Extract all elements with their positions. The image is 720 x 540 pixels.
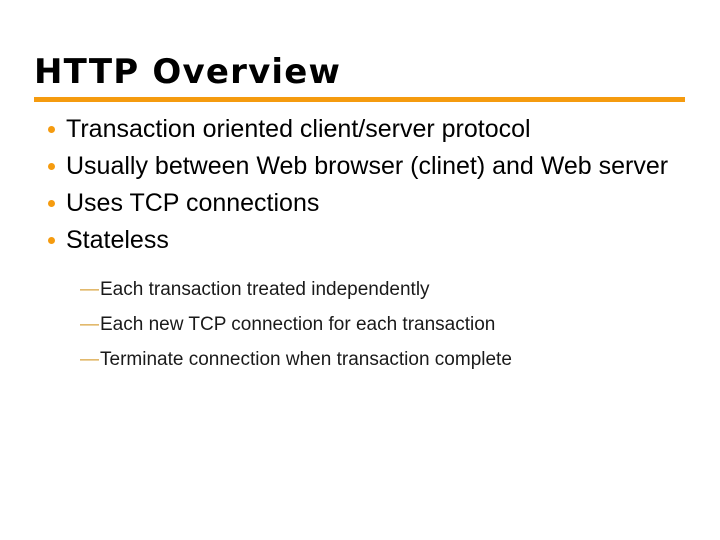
title-block: HTTP Overview: [34, 52, 686, 92]
bullet-dot-icon: [48, 200, 55, 207]
list-item: Stateless: [0, 222, 720, 259]
bullet-list: Transaction oriented client/server proto…: [0, 111, 720, 259]
sub-list-item: — Each new TCP connection for each trans…: [0, 307, 720, 342]
em-dash-icon: —: [80, 314, 99, 335]
sub-bullet-text: Each new TCP connection for each transac…: [100, 314, 496, 335]
bullet-text: Usually between Web browser (clinet) and…: [66, 152, 669, 180]
page-title: HTTP Overview: [34, 52, 342, 92]
title-underline-rule: [34, 97, 685, 102]
bullet-text: Uses TCP connections: [66, 189, 320, 217]
list-item: Transaction oriented client/server proto…: [0, 111, 720, 148]
bullet-dot-icon: [48, 163, 55, 170]
sub-list-item: — Terminate connection when transaction …: [0, 342, 720, 377]
bullet-text: Transaction oriented client/server proto…: [66, 115, 531, 143]
sub-list-item: — Each transaction treated independently: [0, 272, 720, 307]
list-item: Uses TCP connections: [0, 185, 720, 222]
bullet-dot-icon: [48, 237, 55, 244]
em-dash-icon: —: [80, 349, 99, 370]
sub-bullet-text: Each transaction treated independently: [100, 279, 430, 300]
sub-bullet-list: — Each transaction treated independently…: [0, 272, 720, 377]
bullet-text: Stateless: [66, 226, 169, 254]
em-dash-icon: —: [80, 279, 99, 300]
list-item: Usually between Web browser (clinet) and…: [0, 148, 720, 185]
sub-bullet-text: Terminate connection when transaction co…: [100, 349, 512, 370]
bullet-dot-icon: [48, 126, 55, 133]
slide-body: Transaction oriented client/server proto…: [0, 111, 720, 377]
